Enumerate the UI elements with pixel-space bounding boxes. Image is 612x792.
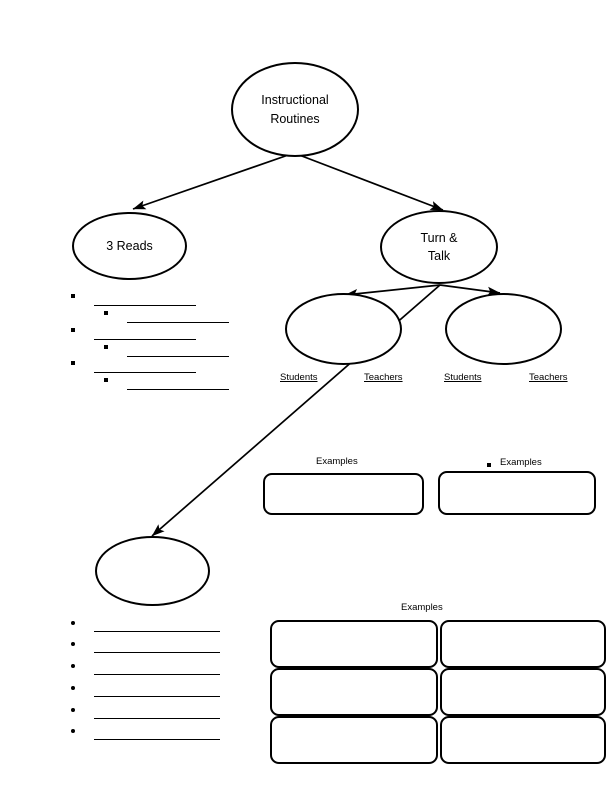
example-box-grid-r1c2[interactable] bbox=[440, 620, 606, 668]
bottom-bullet-2 bbox=[71, 642, 75, 646]
bottom-bullet-1 bbox=[71, 621, 75, 625]
node-turn-and-talk[interactable]: Turn & Talk bbox=[380, 210, 498, 284]
example-box-grid-r2c2[interactable] bbox=[440, 668, 606, 716]
three-reads-bullet-5 bbox=[71, 361, 75, 365]
bottom-bullet-3 bbox=[71, 664, 75, 668]
example-box-grid-r2c1[interactable] bbox=[270, 668, 438, 716]
three-reads-bullet-6 bbox=[104, 378, 108, 382]
example-box-mid-left[interactable] bbox=[263, 473, 424, 515]
connector-root-to-three-reads bbox=[132, 152, 295, 210]
bottom-rule-3[interactable] bbox=[94, 674, 220, 675]
caption-examples-mid-left: Examples bbox=[316, 456, 358, 467]
connector-turn-talk-to-right-child bbox=[439, 284, 501, 296]
three-reads-bullet-3 bbox=[71, 328, 75, 332]
node-instructional-routines[interactable]: Instructional Routines bbox=[231, 62, 359, 157]
node-turn-and-talk-label: Turn & Talk bbox=[420, 230, 458, 263]
caption-examples-bottom: Examples bbox=[401, 602, 443, 613]
bottom-bullet-4 bbox=[71, 686, 75, 690]
node-instructional-routines-label: Instructional Routines bbox=[261, 93, 329, 126]
node-three-reads-label: 3 Reads bbox=[106, 238, 153, 253]
bottom-rule-1[interactable] bbox=[94, 631, 220, 632]
caption-left-teachers: Teachers bbox=[364, 372, 403, 383]
connector-root-to-turn-talk bbox=[293, 152, 444, 211]
caption-examples-mid-right: Examples bbox=[500, 457, 542, 468]
node-three-reads[interactable]: 3 Reads bbox=[72, 212, 187, 280]
bottom-bullet-6 bbox=[71, 729, 75, 733]
example-box-grid-r3c2[interactable] bbox=[440, 716, 606, 764]
three-reads-bullet-4 bbox=[104, 345, 108, 349]
bottom-rule-4[interactable] bbox=[94, 696, 220, 697]
caption-left-students: Students bbox=[280, 372, 318, 383]
three-reads-rule-4[interactable] bbox=[127, 356, 229, 357]
three-reads-rule-3[interactable] bbox=[94, 339, 196, 340]
three-reads-bullet-2 bbox=[104, 311, 108, 315]
caption-right-teachers: Teachers bbox=[529, 372, 568, 383]
example-box-grid-r3c1[interactable] bbox=[270, 716, 438, 764]
bottom-rule-5[interactable] bbox=[94, 718, 220, 719]
three-reads-rule-5[interactable] bbox=[94, 372, 196, 373]
node-bottom-blank[interactable] bbox=[95, 536, 210, 606]
node-turn-talk-child-left[interactable] bbox=[285, 293, 402, 365]
bottom-bullet-5 bbox=[71, 708, 75, 712]
bottom-rule-6[interactable] bbox=[94, 739, 220, 740]
example-box-mid-right[interactable] bbox=[438, 471, 596, 515]
bottom-rule-2[interactable] bbox=[94, 652, 220, 653]
three-reads-rule-2[interactable] bbox=[127, 322, 229, 323]
example-box-grid-r1c1[interactable] bbox=[270, 620, 438, 668]
three-reads-rule-1[interactable] bbox=[94, 305, 196, 306]
examples-mid-right-bullet bbox=[487, 463, 491, 467]
three-reads-rule-6[interactable] bbox=[127, 389, 229, 390]
three-reads-bullet-1 bbox=[71, 294, 75, 298]
caption-right-students: Students bbox=[444, 372, 482, 383]
node-turn-talk-child-right[interactable] bbox=[445, 293, 562, 365]
